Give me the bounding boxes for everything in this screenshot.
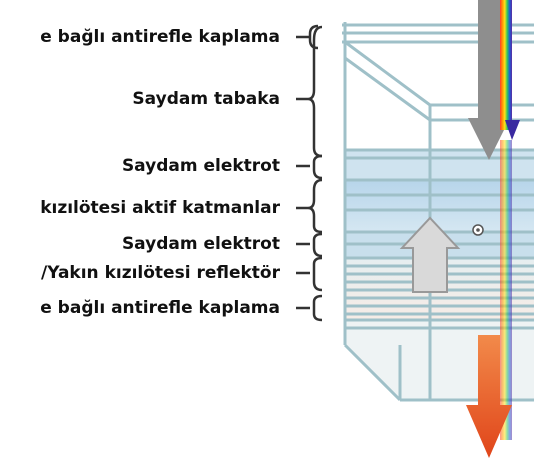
label-transparent-electrode-bottom: Saydam elektrot (121, 234, 280, 254)
label-transparent-electrode-top: Saydam elektrot (121, 156, 280, 176)
label-antireflection-top: e bağlı antirefle kaplama (40, 27, 280, 47)
gray-beam (468, 0, 510, 160)
label-antireflection-bottom: e bağlı antirefle kaplama (40, 298, 280, 318)
incoming-light-beam (468, 0, 520, 160)
spectrum-beam-top (500, 0, 512, 130)
label-active-layers: kızılötesi aktif katmanlar (40, 198, 280, 218)
active-layers-fill (345, 180, 534, 232)
label-transparent-layer: Saydam tabaka (132, 89, 280, 109)
spectrum-beam-bottom (500, 140, 512, 440)
label-nir-reflector: /Yakın kızılötesi reflektör (40, 263, 280, 283)
reflected-light-arrow (399, 216, 461, 293)
label-brackets (296, 24, 323, 322)
orange-output-arrow (466, 335, 512, 458)
probe-marker-icon (472, 224, 484, 236)
spectrum-arrowhead (505, 120, 520, 140)
transmitted-light-beam (466, 140, 512, 458)
